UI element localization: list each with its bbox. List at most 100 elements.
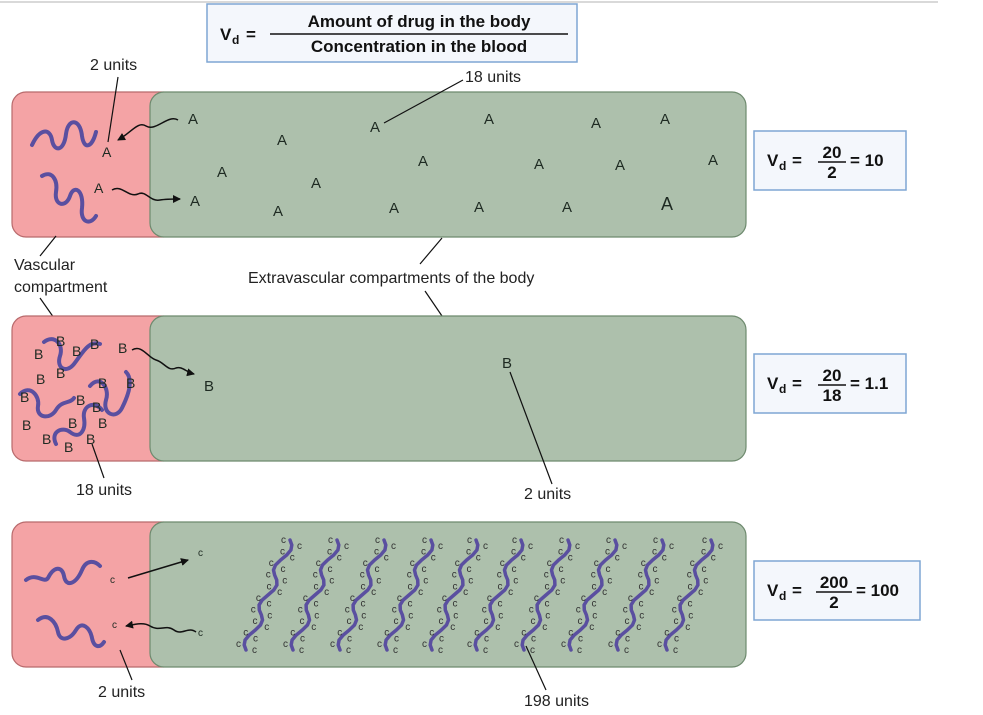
bound-drug-molecule: c bbox=[521, 552, 526, 563]
tissue-protein bbox=[663, 538, 715, 652]
drug-molecule: A bbox=[534, 156, 544, 173]
bound-drug-molecule: c bbox=[628, 593, 633, 604]
bound-drug-molecule: c bbox=[455, 558, 460, 569]
plasma-protein bbox=[24, 559, 102, 586]
drug-molecule: B bbox=[86, 431, 95, 447]
tissue-protein bbox=[473, 538, 525, 652]
formula-denominator: 2 bbox=[827, 163, 836, 182]
bound-drug-molecule: c bbox=[674, 633, 679, 644]
bound-drug-molecule: c bbox=[625, 633, 630, 644]
bound-drug-molecule: c bbox=[561, 639, 566, 650]
panel-b-extravascular-compartment bbox=[149, 315, 747, 462]
bound-drug-molecule: c bbox=[592, 610, 597, 621]
bound-drug-molecule: c bbox=[423, 576, 428, 587]
bound-drug-molecule: c bbox=[290, 628, 295, 639]
bound-drug-molecule: c bbox=[687, 570, 692, 581]
drug-molecule: A bbox=[484, 111, 494, 128]
bound-drug-molecule: c bbox=[298, 605, 303, 616]
bound-drug-molecule: c bbox=[422, 639, 427, 650]
bound-drug-molecule: c bbox=[328, 535, 333, 546]
bound-drug-molecule: c bbox=[544, 570, 549, 581]
formula-denominator: 2 bbox=[829, 593, 838, 612]
bound-drug-molecule: c bbox=[253, 633, 258, 644]
bound-drug-molecule: c bbox=[702, 564, 707, 575]
formula-numerator: 20 bbox=[823, 143, 842, 162]
bound-drug-molecule: c bbox=[615, 552, 620, 563]
drug-molecule: A bbox=[277, 132, 287, 149]
bound-drug-molecule: c bbox=[531, 616, 536, 627]
tissue-protein bbox=[428, 538, 480, 652]
tissue-protein bbox=[289, 538, 341, 652]
bound-drug-molecule: c bbox=[669, 541, 674, 552]
bound-drug-molecule: c bbox=[256, 593, 261, 604]
drug-molecule: B bbox=[56, 333, 65, 349]
bound-drug-molecule: c bbox=[346, 645, 351, 656]
bound-drug-molecule: c bbox=[483, 645, 488, 656]
bound-drug-molecule: c bbox=[559, 564, 564, 575]
drug-molecule: A bbox=[418, 153, 428, 170]
bound-drug-molecule: c bbox=[664, 628, 669, 639]
efflux-arrow bbox=[131, 347, 195, 377]
drug-molecule: A bbox=[660, 111, 670, 128]
bound-drug-molecule: c bbox=[662, 552, 667, 563]
bound-drug-molecule: c bbox=[281, 535, 286, 546]
bound-drug-molecule: c bbox=[608, 639, 613, 650]
plasma-protein bbox=[30, 120, 98, 151]
tissue-protein bbox=[614, 538, 666, 652]
panel-a-formula: V d = 20 2 = 10 bbox=[753, 130, 907, 191]
bound-drug-molecule: c bbox=[545, 599, 550, 610]
panel-c-formula: V d = 200 2 = 100 bbox=[753, 560, 921, 621]
bound-drug-molecule: c bbox=[466, 547, 471, 558]
bound-drug-molecule: c bbox=[439, 616, 444, 627]
panel-c: c c c c cccccccccccccccccccccccccccccccc… bbox=[11, 521, 921, 710]
bound-drug-molecule: c bbox=[467, 639, 472, 650]
bound-drug-molecule: c bbox=[615, 628, 620, 639]
bound-drug-molecule: c bbox=[623, 605, 628, 616]
bound-drug-molecule: c bbox=[450, 622, 455, 633]
drug-molecule: B bbox=[118, 340, 127, 356]
bound-drug-molecule: c bbox=[337, 628, 342, 639]
bound-drug-molecule: c bbox=[575, 541, 580, 552]
bound-drug-molecule: c bbox=[639, 581, 644, 592]
bound-drug-molecule: c bbox=[345, 605, 350, 616]
header-formula-lhs: V bbox=[220, 25, 232, 44]
leader-line bbox=[107, 76, 119, 143]
bound-drug-molecule: c bbox=[384, 628, 389, 639]
plasma-protein bbox=[18, 388, 76, 419]
bound-drug-molecule: c bbox=[453, 610, 458, 621]
bound-drug-molecule: c bbox=[649, 587, 654, 598]
bound-drug-molecule: c bbox=[377, 639, 382, 650]
drug-molecule: A bbox=[661, 194, 673, 214]
efflux-arrow bbox=[117, 118, 179, 141]
bound-drug-molecule: c bbox=[467, 564, 472, 575]
drug-molecule: B bbox=[98, 415, 107, 431]
panel-c-formula-box bbox=[753, 560, 921, 621]
bound-drug-molecule: c bbox=[384, 552, 389, 563]
bound-drug-molecule: c bbox=[606, 535, 611, 546]
bound-drug-molecule: c bbox=[453, 599, 458, 610]
bound-drug-molecule: c bbox=[360, 570, 365, 581]
leader-line bbox=[509, 371, 553, 485]
drug-molecule: c bbox=[110, 575, 115, 586]
plasma-protein bbox=[40, 172, 98, 224]
formula-equals: = bbox=[792, 374, 802, 393]
bound-drug-molecule: c bbox=[361, 581, 366, 592]
bound-drug-molecule: c bbox=[371, 587, 376, 598]
bound-drug-molecule: c bbox=[374, 547, 379, 558]
bound-drug-molecule: c bbox=[314, 581, 319, 592]
bound-drug-molecule: c bbox=[463, 587, 468, 598]
bound-drug-molecule: c bbox=[483, 541, 488, 552]
bound-drug-molecule: c bbox=[439, 633, 444, 644]
bound-drug-molecule: c bbox=[347, 616, 352, 627]
formula-result: = 100 bbox=[856, 581, 899, 600]
bound-drug-molecule: c bbox=[602, 587, 607, 598]
drug-molecule: B bbox=[204, 378, 214, 395]
bound-drug-molecule: c bbox=[361, 610, 366, 621]
bound-drug-molecule: c bbox=[512, 535, 517, 546]
bound-drug-molecule: c bbox=[438, 541, 443, 552]
drug-molecule: B bbox=[502, 355, 512, 372]
bound-drug-molecule: c bbox=[545, 581, 550, 592]
bound-drug-molecule: c bbox=[654, 576, 659, 587]
header-formula-denominator: Concentration in the blood bbox=[311, 37, 527, 56]
bound-drug-molecule: c bbox=[559, 535, 564, 546]
